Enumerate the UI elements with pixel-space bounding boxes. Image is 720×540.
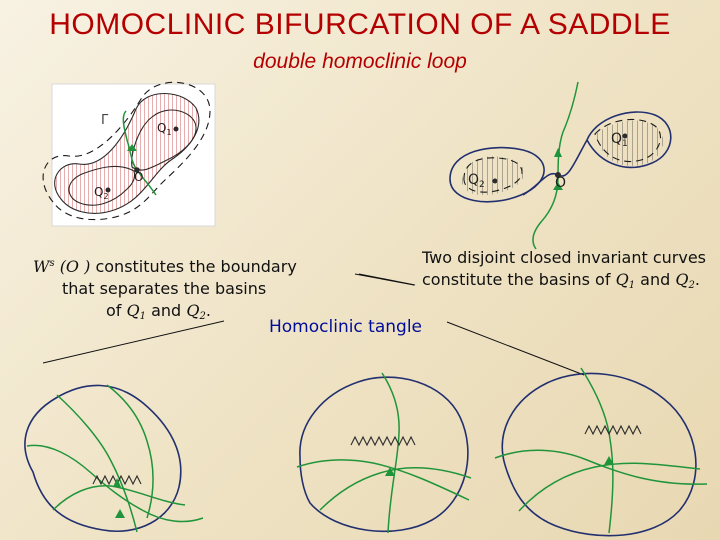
left-description-q1: Q1 — [126, 301, 147, 322]
tangle-center-diagram — [296, 372, 472, 534]
left-q2-point — [105, 187, 111, 193]
left-description-block: Ws (O ) constitutes the boundary that se… — [33, 253, 297, 328]
tangle-right-green-2 — [494, 449, 708, 485]
right-description-q2: Q2 — [675, 270, 695, 291]
left-description-text-2: that separates the basins — [62, 279, 267, 298]
left-description-line-1: Ws (O ) constitutes the boundary — [33, 253, 297, 278]
left-q1-label: Q1 — [157, 121, 172, 137]
right-direction-arrow-down — [553, 182, 563, 190]
right-description-line-2: constitute the basins of Q1 and Q2. — [422, 269, 706, 297]
right-description-line-1: Two disjoint closed invariant curves — [422, 248, 707, 267]
ws-symbol: Ws — [33, 257, 55, 276]
tangle-right-arrow — [604, 456, 614, 465]
tangle-right-diagram — [494, 367, 708, 537]
left-green-manifold — [122, 110, 157, 196]
tangle-right-blue-outer — [501, 372, 697, 537]
right-description-text-2: constitute the basins of — [422, 270, 611, 289]
tangle-center-green-2 — [296, 459, 470, 501]
right-q1-label: Q1 — [611, 131, 628, 149]
page-subtitle: double homoclinic loop — [253, 50, 467, 73]
left-outer-boundary — [54, 92, 200, 214]
right-direction-arrow-up — [554, 148, 562, 157]
tangle-center-wiggles — [350, 435, 416, 447]
right-q2-hatched-region — [461, 156, 525, 196]
right-description-block: Two disjoint closed invariant curves con… — [422, 247, 706, 297]
left-outer-dashed-curve — [42, 81, 211, 221]
left-hatched-region — [54, 93, 199, 214]
tangle-center-blue-outer — [299, 376, 469, 533]
tangle-left-green-1 — [56, 394, 138, 533]
tangle-left-arrow-down — [115, 509, 125, 518]
right-description-and: and — [640, 270, 671, 289]
left-description-period: . — [205, 301, 211, 320]
homoclinic-tangle-label: Homoclinic tangle — [269, 317, 423, 337]
page-title: HOMOCLINIC BIFURCATION OF A SADDLE — [49, 8, 671, 41]
right-green-manifold — [532, 81, 579, 250]
left-description-and: and — [151, 301, 182, 320]
right-q2-label: Q2 — [468, 172, 485, 190]
connector-left-top — [354, 273, 415, 286]
tangle-right-green-1 — [580, 367, 614, 534]
connector-right-top — [358, 273, 416, 286]
tangle-center-green-3 — [319, 466, 472, 511]
right-q1-inner-dashed — [594, 118, 661, 163]
left-q2-label: Q2 — [94, 185, 109, 201]
right-q1-hatched-region — [596, 120, 663, 166]
left-q1-point — [173, 126, 179, 132]
left-description-text-1: constitutes the boundary — [95, 257, 297, 276]
left-upper-loop — [131, 109, 197, 171]
origin-symbol: (O ) — [59, 257, 91, 276]
left-lower-loop — [68, 165, 136, 206]
right-phase-portrait: Q1 Q2 O — [449, 81, 672, 250]
right-q1-boundary — [586, 111, 672, 169]
tangle-center-arrow — [385, 467, 395, 476]
tangle-left-blue-outer — [24, 384, 182, 532]
left-description-q2: Q2 — [186, 301, 206, 322]
tangle-center-green-1 — [381, 372, 400, 534]
tangle-left-arrow-up — [113, 478, 121, 487]
left-direction-arrow — [127, 144, 137, 151]
tangle-right-green-3 — [518, 462, 701, 512]
right-q2-point — [492, 178, 498, 184]
left-description-line-3: of Q1 and Q2. — [33, 300, 297, 328]
left-description-line-2: that separates the basins — [33, 278, 297, 300]
left-o-label: O — [134, 170, 143, 184]
tangle-left-diagram — [24, 384, 204, 533]
left-phase-portrait: Γ Q1 Q2 O — [42, 81, 216, 227]
right-q1-point — [622, 133, 628, 139]
left-gamma-label: Γ — [101, 113, 109, 128]
tangle-left-green-3 — [106, 384, 154, 519]
left-saddle-point — [134, 167, 140, 173]
right-q2-inner-dashed — [463, 157, 523, 193]
left-description-of: of — [106, 301, 122, 320]
right-description-q1: Q1 — [615, 270, 636, 291]
right-o-label: O — [555, 175, 566, 191]
right-saddle-point — [555, 172, 561, 178]
right-description-period: . — [694, 270, 700, 289]
tangle-left-green-4 — [52, 484, 186, 511]
right-q2-boundary — [449, 146, 545, 203]
tangle-left-green-2 — [26, 444, 204, 523]
tangle-right-wiggles — [584, 424, 642, 436]
